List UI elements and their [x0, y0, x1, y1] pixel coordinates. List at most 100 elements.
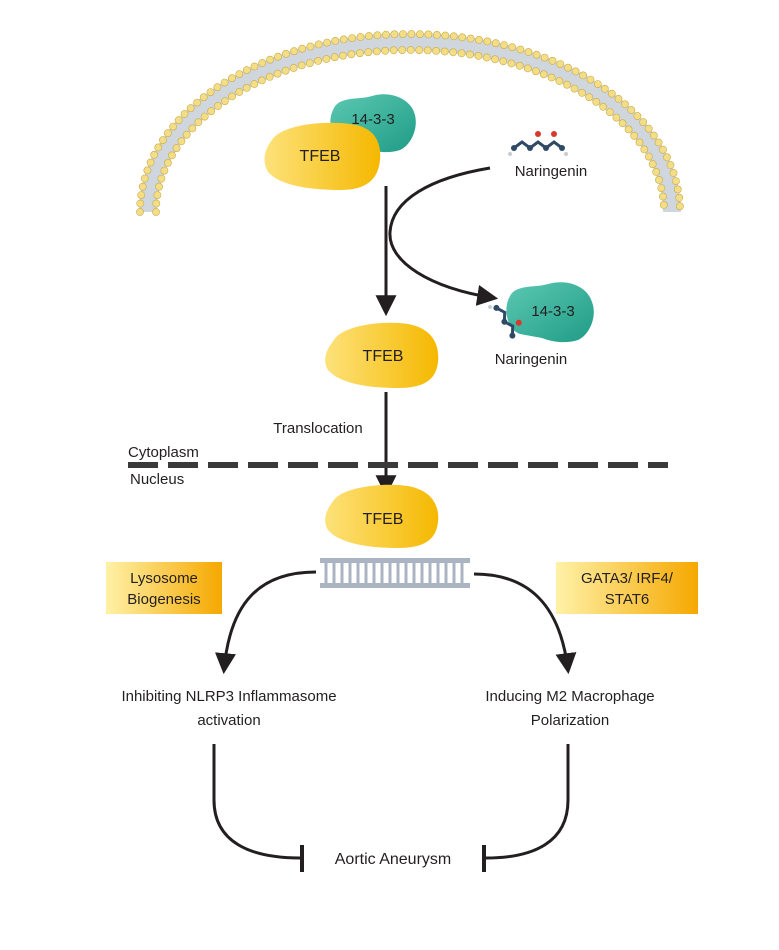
lipid-head	[599, 102, 608, 111]
lipid-head	[390, 30, 399, 39]
lipid-head	[152, 208, 160, 216]
right-outcome-arrow	[473, 572, 577, 675]
lipid-head	[298, 44, 307, 53]
gata-box: GATA3/ IRF4/ STAT6	[556, 562, 698, 614]
lipid-head	[424, 30, 433, 39]
lipid-head	[152, 199, 161, 208]
lipid-head	[627, 106, 636, 114]
lipid-head	[466, 50, 474, 59]
lipid-head	[607, 89, 616, 98]
lipid-head	[199, 93, 208, 102]
lipid-head	[621, 100, 629, 109]
lipid-head	[250, 62, 259, 71]
protein-1433-bound: 14-3-3	[506, 282, 594, 343]
lipid-head	[466, 34, 475, 43]
lipid-head	[331, 37, 340, 45]
lipid-head	[200, 112, 209, 121]
lipid-head	[186, 104, 195, 113]
lipid-head	[136, 199, 145, 208]
lipid-head	[339, 35, 348, 44]
lipid-head	[474, 52, 483, 60]
nucleus-label: Nucleus	[130, 471, 184, 488]
lipid-head	[644, 152, 653, 161]
lipid-head	[666, 161, 675, 169]
lipid-head	[676, 202, 684, 211]
tfeb-top-label: TFEB	[300, 148, 341, 165]
lipid-head	[659, 192, 667, 201]
dna-icon	[320, 558, 470, 588]
lipid-head	[457, 49, 466, 58]
lipid-head	[193, 98, 201, 107]
lipid-head	[618, 119, 627, 128]
lipid-head	[639, 118, 648, 127]
lipid-head	[630, 131, 639, 140]
lipid-head	[381, 46, 390, 55]
lipid-head	[578, 88, 586, 97]
lipid-head	[515, 61, 524, 70]
lipid-head	[449, 48, 457, 57]
lipid-head	[194, 118, 203, 127]
lipid-head	[235, 70, 244, 78]
tfeb-nucleus-label: TFEB	[363, 511, 404, 528]
lipid-head	[440, 47, 449, 56]
lipid-head	[652, 167, 661, 176]
gata-line2: STAT6	[605, 591, 649, 608]
lipid-head	[163, 158, 172, 167]
lipid-head	[297, 61, 306, 70]
lipid-head	[570, 84, 579, 93]
lipid-head	[330, 53, 339, 62]
lipid-head	[406, 46, 415, 54]
lipid-head	[586, 75, 595, 84]
lipid-head	[673, 185, 682, 194]
naringenin-bound-label: Naringenin	[495, 351, 568, 368]
lipid-head	[274, 52, 282, 61]
left-inhibition-line	[212, 744, 301, 860]
lipid-head	[265, 73, 274, 81]
lipid-head	[250, 80, 259, 88]
lysosome-line1: Lysosome	[130, 570, 198, 587]
lipid-head	[672, 177, 680, 185]
lipid-head	[180, 110, 189, 118]
lipid-head	[356, 33, 365, 41]
lipid-head	[155, 182, 163, 191]
lipid-head	[213, 83, 222, 92]
lipid-head	[612, 113, 621, 122]
lipid-head	[655, 175, 663, 184]
lipid-head	[654, 138, 663, 147]
lipid-head	[227, 74, 236, 83]
lipid-head	[432, 31, 441, 39]
lipid-head	[614, 95, 623, 103]
lipid-head	[540, 53, 549, 62]
lipid-head	[644, 124, 653, 133]
protein-1433-top-label: 14-3-3	[351, 111, 394, 128]
lipid-head	[432, 47, 441, 55]
lipid-head	[214, 102, 222, 110]
lipid-head	[606, 108, 614, 116]
lipid-head	[154, 143, 163, 152]
lipid-head	[571, 67, 580, 76]
lipid-head	[150, 150, 159, 159]
lysosome-box: Lysosome Biogenesis	[106, 562, 222, 614]
lipid-head	[220, 97, 229, 105]
lipid-head	[675, 193, 684, 202]
lipid-head	[314, 57, 322, 65]
lipid-head	[169, 122, 177, 131]
naringenin-molecule-icon	[508, 131, 568, 156]
lipid-head	[339, 51, 347, 60]
lipid-head	[207, 107, 216, 116]
lipid-head	[659, 145, 667, 154]
lipid-head	[290, 47, 298, 56]
lipid-head	[177, 137, 186, 146]
lipid-head	[323, 38, 331, 47]
lipid-head	[348, 34, 356, 42]
lipid-head	[523, 64, 532, 73]
lipid-head	[143, 166, 152, 175]
lipid-head	[585, 93, 594, 102]
lipid-head	[449, 32, 458, 41]
lipid-head	[458, 33, 467, 42]
tfeb-top: TFEB	[264, 122, 381, 190]
lipid-head	[146, 158, 155, 167]
lipid-head	[593, 80, 602, 88]
lipid-head	[508, 43, 517, 52]
